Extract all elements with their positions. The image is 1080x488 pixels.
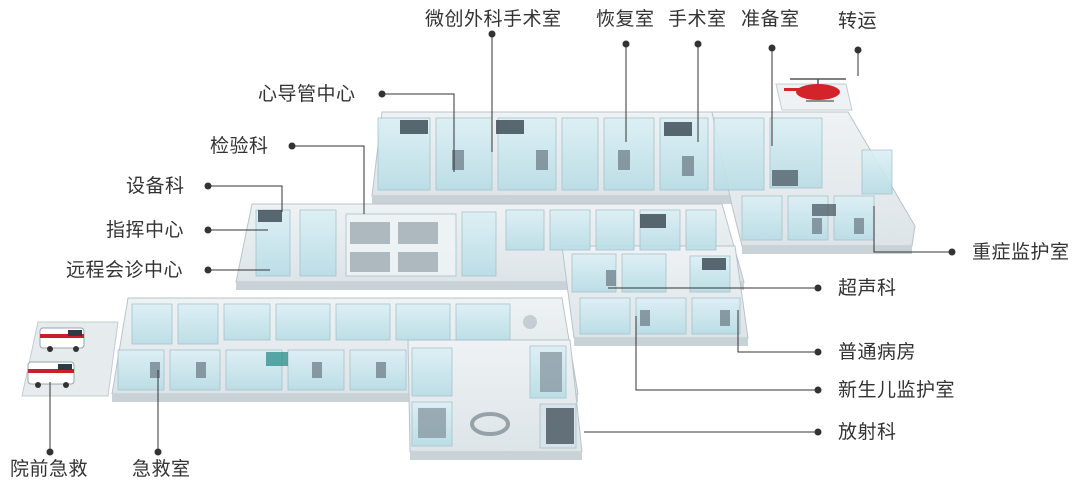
label-minimally-invasive-or: 微创外科手术室 xyxy=(425,8,562,30)
label-icu: 重症监护室 xyxy=(972,241,1070,263)
label-cardiac-cath-center: 心导管中心 xyxy=(258,83,356,105)
label-command-center: 指挥中心 xyxy=(106,219,185,241)
equipment-details xyxy=(150,120,864,444)
label-laboratory: 检验科 xyxy=(210,135,269,157)
label-prep-room: 准备室 xyxy=(741,8,800,30)
leader-icu xyxy=(873,206,952,253)
leader-general-ward xyxy=(737,310,818,353)
leader-cardiac-cath xyxy=(382,93,455,172)
ambulance-upper xyxy=(39,327,85,352)
label-remote-consult-center: 远程会诊中心 xyxy=(66,259,184,281)
label-transfer: 转运 xyxy=(838,10,878,32)
label-equipment-dept: 设备科 xyxy=(126,175,185,197)
leader-lines xyxy=(49,34,952,452)
label-general-ward: 普通病房 xyxy=(838,341,917,363)
leader-equipment-dept xyxy=(208,185,283,212)
label-emergency-room: 急救室 xyxy=(132,458,191,480)
leader-laboratory xyxy=(292,145,365,214)
helicopter xyxy=(775,78,853,111)
room-partitions xyxy=(117,117,893,449)
ambulance-lower xyxy=(27,361,75,388)
leader-dots xyxy=(46,30,956,456)
label-pre-hospital-emergency: 院前急救 xyxy=(10,458,89,480)
label-nicu: 新生儿监护室 xyxy=(838,379,956,401)
leader-nicu xyxy=(635,316,818,391)
label-ultrasound: 超声科 xyxy=(838,277,897,299)
label-operating-room: 手术室 xyxy=(668,8,727,30)
label-recovery-room: 恢复室 xyxy=(596,8,655,30)
label-radiology: 放射科 xyxy=(838,421,897,443)
